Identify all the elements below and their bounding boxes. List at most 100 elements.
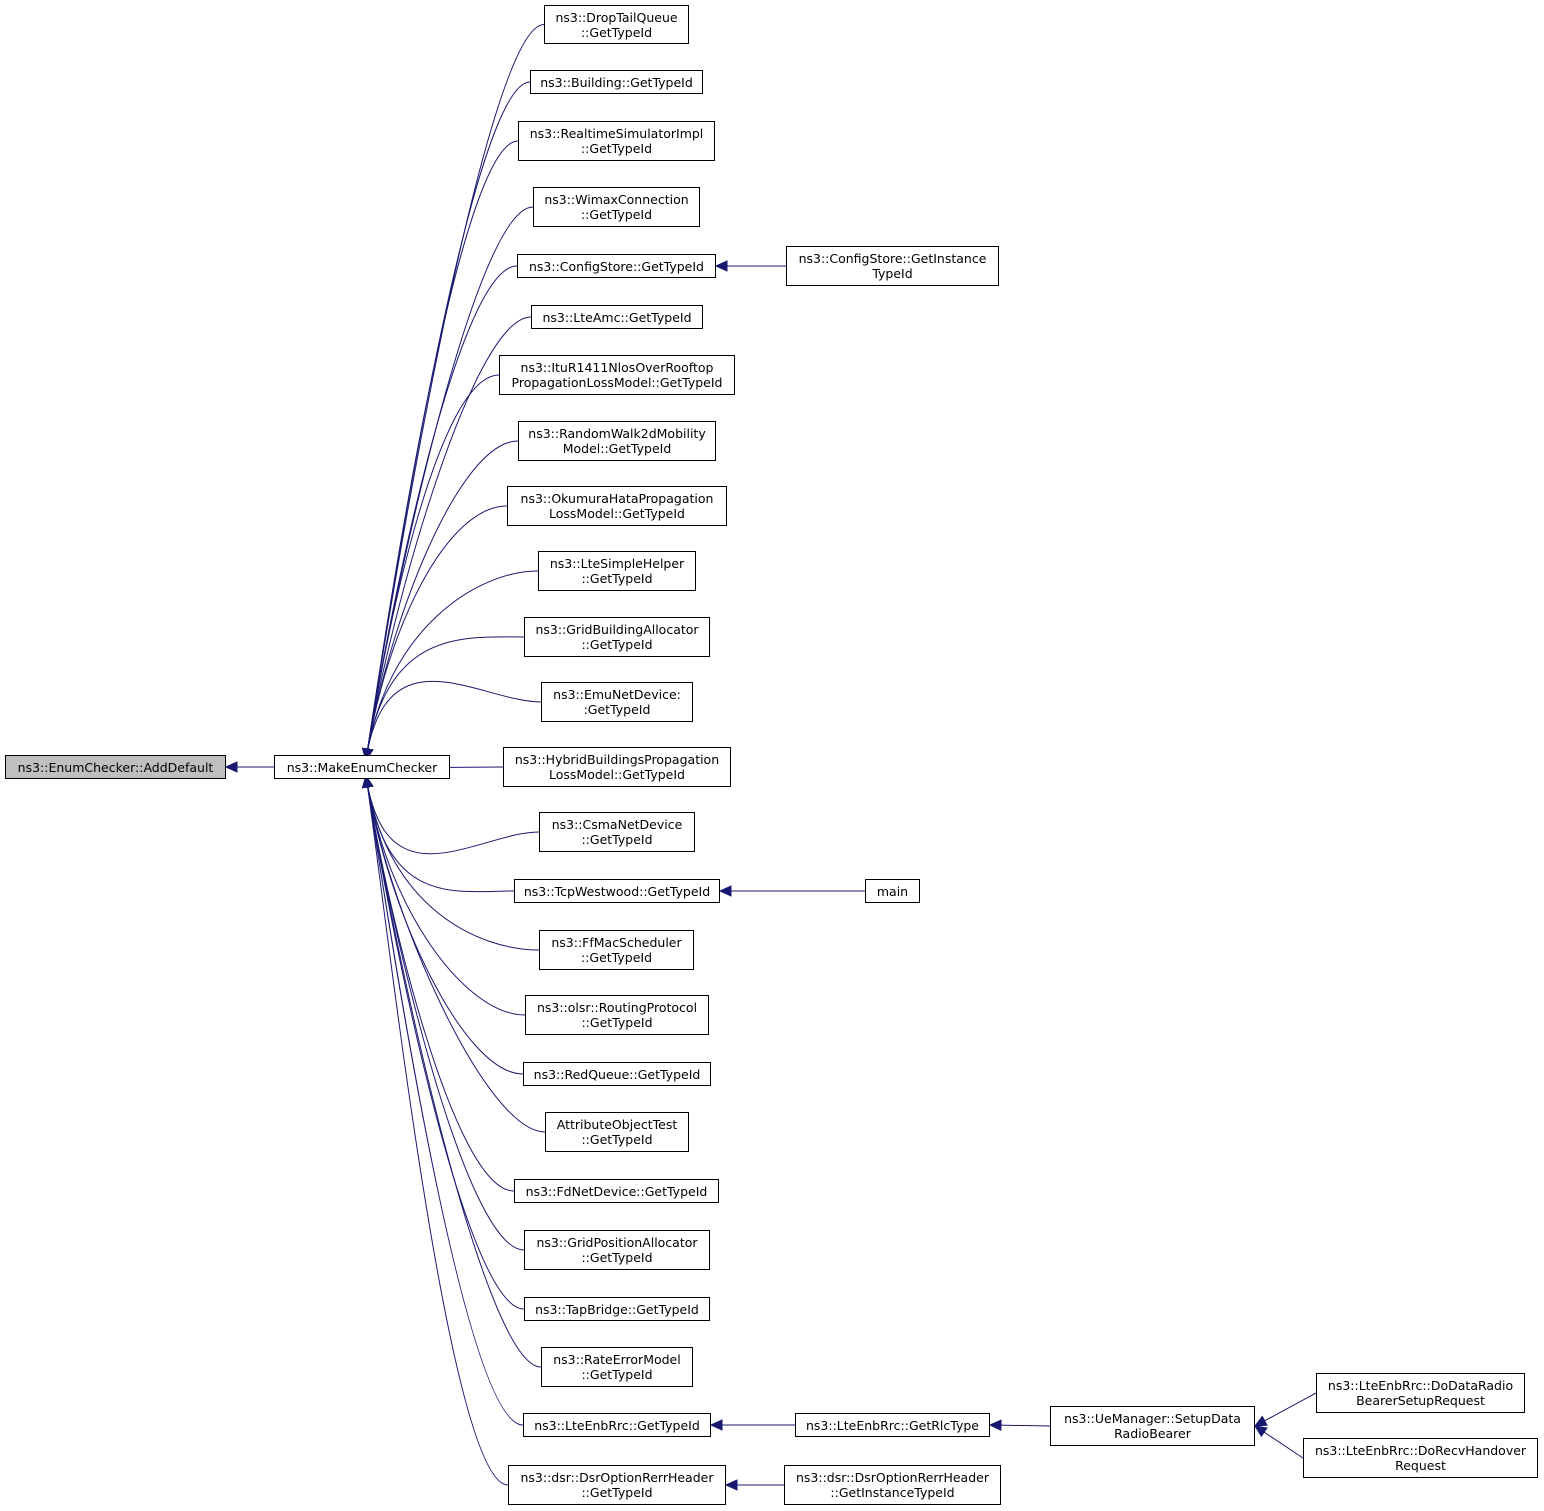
node-label-line: Model::GetTypeId (562, 441, 672, 456)
node-label-line: ns3::FdNetDevice::GetTypeId (525, 1183, 708, 1199)
edge-line (365, 775, 525, 1310)
node-lteenbrrc[interactable]: ns3::LteEnbRrc::GetTypeId (523, 1413, 711, 1437)
edge-okumurahata-to-makeenumchecker (362, 505, 508, 762)
edge-lteenbrrc-getrlctype-to-lteenbrrc (709, 1419, 795, 1431)
node-ltesimplehelper[interactable]: ns3::LteSimpleHelper::GetTypeId (538, 551, 696, 591)
node-label-line: Request (1395, 1458, 1446, 1473)
node-label-line: ns3::ConfigStore::GetTypeId (529, 258, 704, 274)
edge-csmanetdevice-to-makeenumchecker (362, 774, 540, 855)
node-label-line: ns3::LteSimpleHelper (549, 556, 685, 571)
edge-tapbridge-to-makeenumchecker (362, 774, 525, 1310)
node-emunetdevice[interactable]: ns3::EmuNetDevice::GetTypeId (541, 682, 693, 722)
node-tcpwestwood[interactable]: ns3::TcpWestwood::GetTypeId (514, 879, 720, 903)
node-makeenumchecker[interactable]: ns3::MakeEnumChecker (274, 755, 450, 779)
node-label-line: LossModel::GetTypeId (549, 767, 685, 782)
edge-fdnetdevice-to-makeenumchecker (362, 774, 515, 1192)
node-label-line: ns3::TcpWestwood::GetTypeId (523, 883, 711, 899)
node-label-line: ns3::TapBridge::GetTypeId (535, 1301, 699, 1317)
edge-arrowhead (1253, 1425, 1268, 1438)
edge-line (365, 265, 518, 761)
edge-arrowhead (1253, 1415, 1268, 1427)
node-csmanetdevice[interactable]: ns3::CsmaNetDevice::GetTypeId (539, 812, 695, 852)
edge-line (1263, 1431, 1304, 1459)
node-label-line: ns3::RateErrorModel (553, 1352, 681, 1367)
node-label-line: ::GetTypeId (581, 1015, 653, 1030)
node-label-line: ::GetTypeId (581, 1367, 653, 1382)
edge-line (365, 775, 542, 1368)
node-label-line: ns3::MakeEnumChecker (286, 759, 438, 775)
node-label-line: ::GetTypeId (581, 1132, 653, 1147)
edge-lteenbrrc-dorecvhandover-to-uemanager-setup (1253, 1425, 1304, 1459)
node-olsr[interactable]: ns3::olsr::RoutingProtocol::GetTypeId (525, 995, 709, 1035)
node-lteamc[interactable]: ns3::LteAmc::GetTypeId (531, 305, 703, 329)
node-attributeobjecttest[interactable]: AttributeObjectTest::GetTypeId (545, 1112, 689, 1152)
edge-wimaxconnection-to-makeenumchecker (362, 206, 534, 762)
edge-makeenumchecker-to-adddefault (224, 761, 274, 773)
edge-ltesimplehelper-to-makeenumchecker (362, 570, 539, 762)
node-redqueue[interactable]: ns3::RedQueue::GetTypeId (523, 1062, 711, 1086)
edge-line (365, 775, 546, 1133)
edge-arrowhead (724, 1479, 738, 1491)
node-realtimesimulatorimpl[interactable]: ns3::RealtimeSimulatorImpl::GetTypeId (518, 121, 715, 161)
node-droptailqueue[interactable]: ns3::DropTailQueue::GetTypeId (544, 5, 689, 44)
node-rateerrormodel[interactable]: ns3::RateErrorModel::GetTypeId (541, 1347, 693, 1387)
node-building[interactable]: ns3::Building::GetTypeId (530, 70, 703, 94)
node-label-line: ns3::HybridBuildingsPropagation (514, 752, 720, 767)
node-gridbuildingallocator[interactable]: ns3::GridBuildingAllocator::GetTypeId (524, 617, 710, 657)
node-label-line: ns3::GridBuildingAllocator (535, 622, 699, 637)
edge-line (365, 636, 525, 761)
edge-building-to-makeenumchecker (362, 81, 531, 762)
node-ffmacscheduler[interactable]: ns3::FfMacScheduler::GetTypeId (539, 930, 694, 970)
edge-tcpwestwood-to-makeenumchecker (362, 774, 515, 893)
node-label-line: ns3::ItuR1411NlosOverRooftop (520, 360, 714, 375)
edge-arrowhead (714, 260, 728, 272)
node-label-line: ns3::LteEnbRrc::DoRecvHandover (1314, 1443, 1527, 1458)
edge-line (365, 440, 519, 761)
node-label-line: ns3::LteEnbRrc::GetRlcType (806, 1417, 979, 1433)
node-label-line: ::GetTypeId (581, 1485, 653, 1500)
node-label-line: ns3::CsmaNetDevice (551, 817, 683, 832)
edge-randomwalk2d-to-makeenumchecker (362, 440, 519, 762)
node-label-line: ns3::LteAmc::GetTypeId (542, 309, 692, 325)
node-main[interactable]: main (865, 879, 920, 903)
node-label-line: ns3::ConfigStore::GetInstance (798, 251, 987, 266)
node-dsroptionrerr[interactable]: ns3::dsr::DsrOptionRerrHeader::GetTypeId (508, 1465, 726, 1505)
edge-arrowhead (709, 1419, 723, 1431)
node-label-line: ::GetTypeId (580, 141, 653, 156)
node-adddefault: ns3::EnumChecker::AddDefault (5, 755, 226, 779)
node-wimaxconnection[interactable]: ns3::WimaxConnection::GetTypeId (533, 187, 700, 227)
edge-line (365, 374, 500, 761)
edge-line (365, 505, 508, 761)
node-label-line: ns3::Building::GetTypeId (540, 74, 693, 90)
node-label-line: ns3::RandomWalk2dMobility (528, 426, 706, 441)
node-label-line: ::GetTypeId (580, 950, 653, 965)
node-label-line: ::GetTypeId (581, 571, 653, 586)
edge-line (365, 775, 540, 855)
node-label-line: ns3::LteEnbRrc::DoDataRadio (1327, 1378, 1514, 1393)
node-fdnetdevice[interactable]: ns3::FdNetDevice::GetTypeId (514, 1179, 719, 1203)
node-label-line: TypeId (872, 266, 913, 281)
node-lteenbrrc-getrlctype[interactable]: ns3::LteEnbRrc::GetRlcType (795, 1413, 990, 1437)
node-label-line: ::GetTypeId (581, 1250, 653, 1265)
node-label-line: PropagationLossModel::GetTypeId (511, 375, 723, 390)
node-dsroptionrerr-instance[interactable]: ns3::dsr::DsrOptionRerrHeader::GetInstan… (784, 1465, 1001, 1505)
node-label-line: ns3::EmuNetDevice: (553, 687, 681, 702)
edge-line (365, 316, 532, 761)
node-label-line: ns3::dsr::DsrOptionRerrHeader (520, 1470, 714, 1485)
edge-line (365, 775, 526, 1016)
node-label-line: ns3::olsr::RoutingProtocol (536, 1000, 698, 1015)
node-label-line: :GetTypeId (583, 702, 651, 717)
node-tapbridge[interactable]: ns3::TapBridge::GetTypeId (524, 1297, 710, 1321)
node-configstore[interactable]: ns3::ConfigStore::GetTypeId (517, 254, 716, 278)
node-label-line: ::GetTypeId (580, 207, 653, 222)
edge-line (365, 206, 534, 761)
node-gridpositionallocator[interactable]: ns3::GridPositionAllocator::GetTypeId (524, 1230, 710, 1270)
